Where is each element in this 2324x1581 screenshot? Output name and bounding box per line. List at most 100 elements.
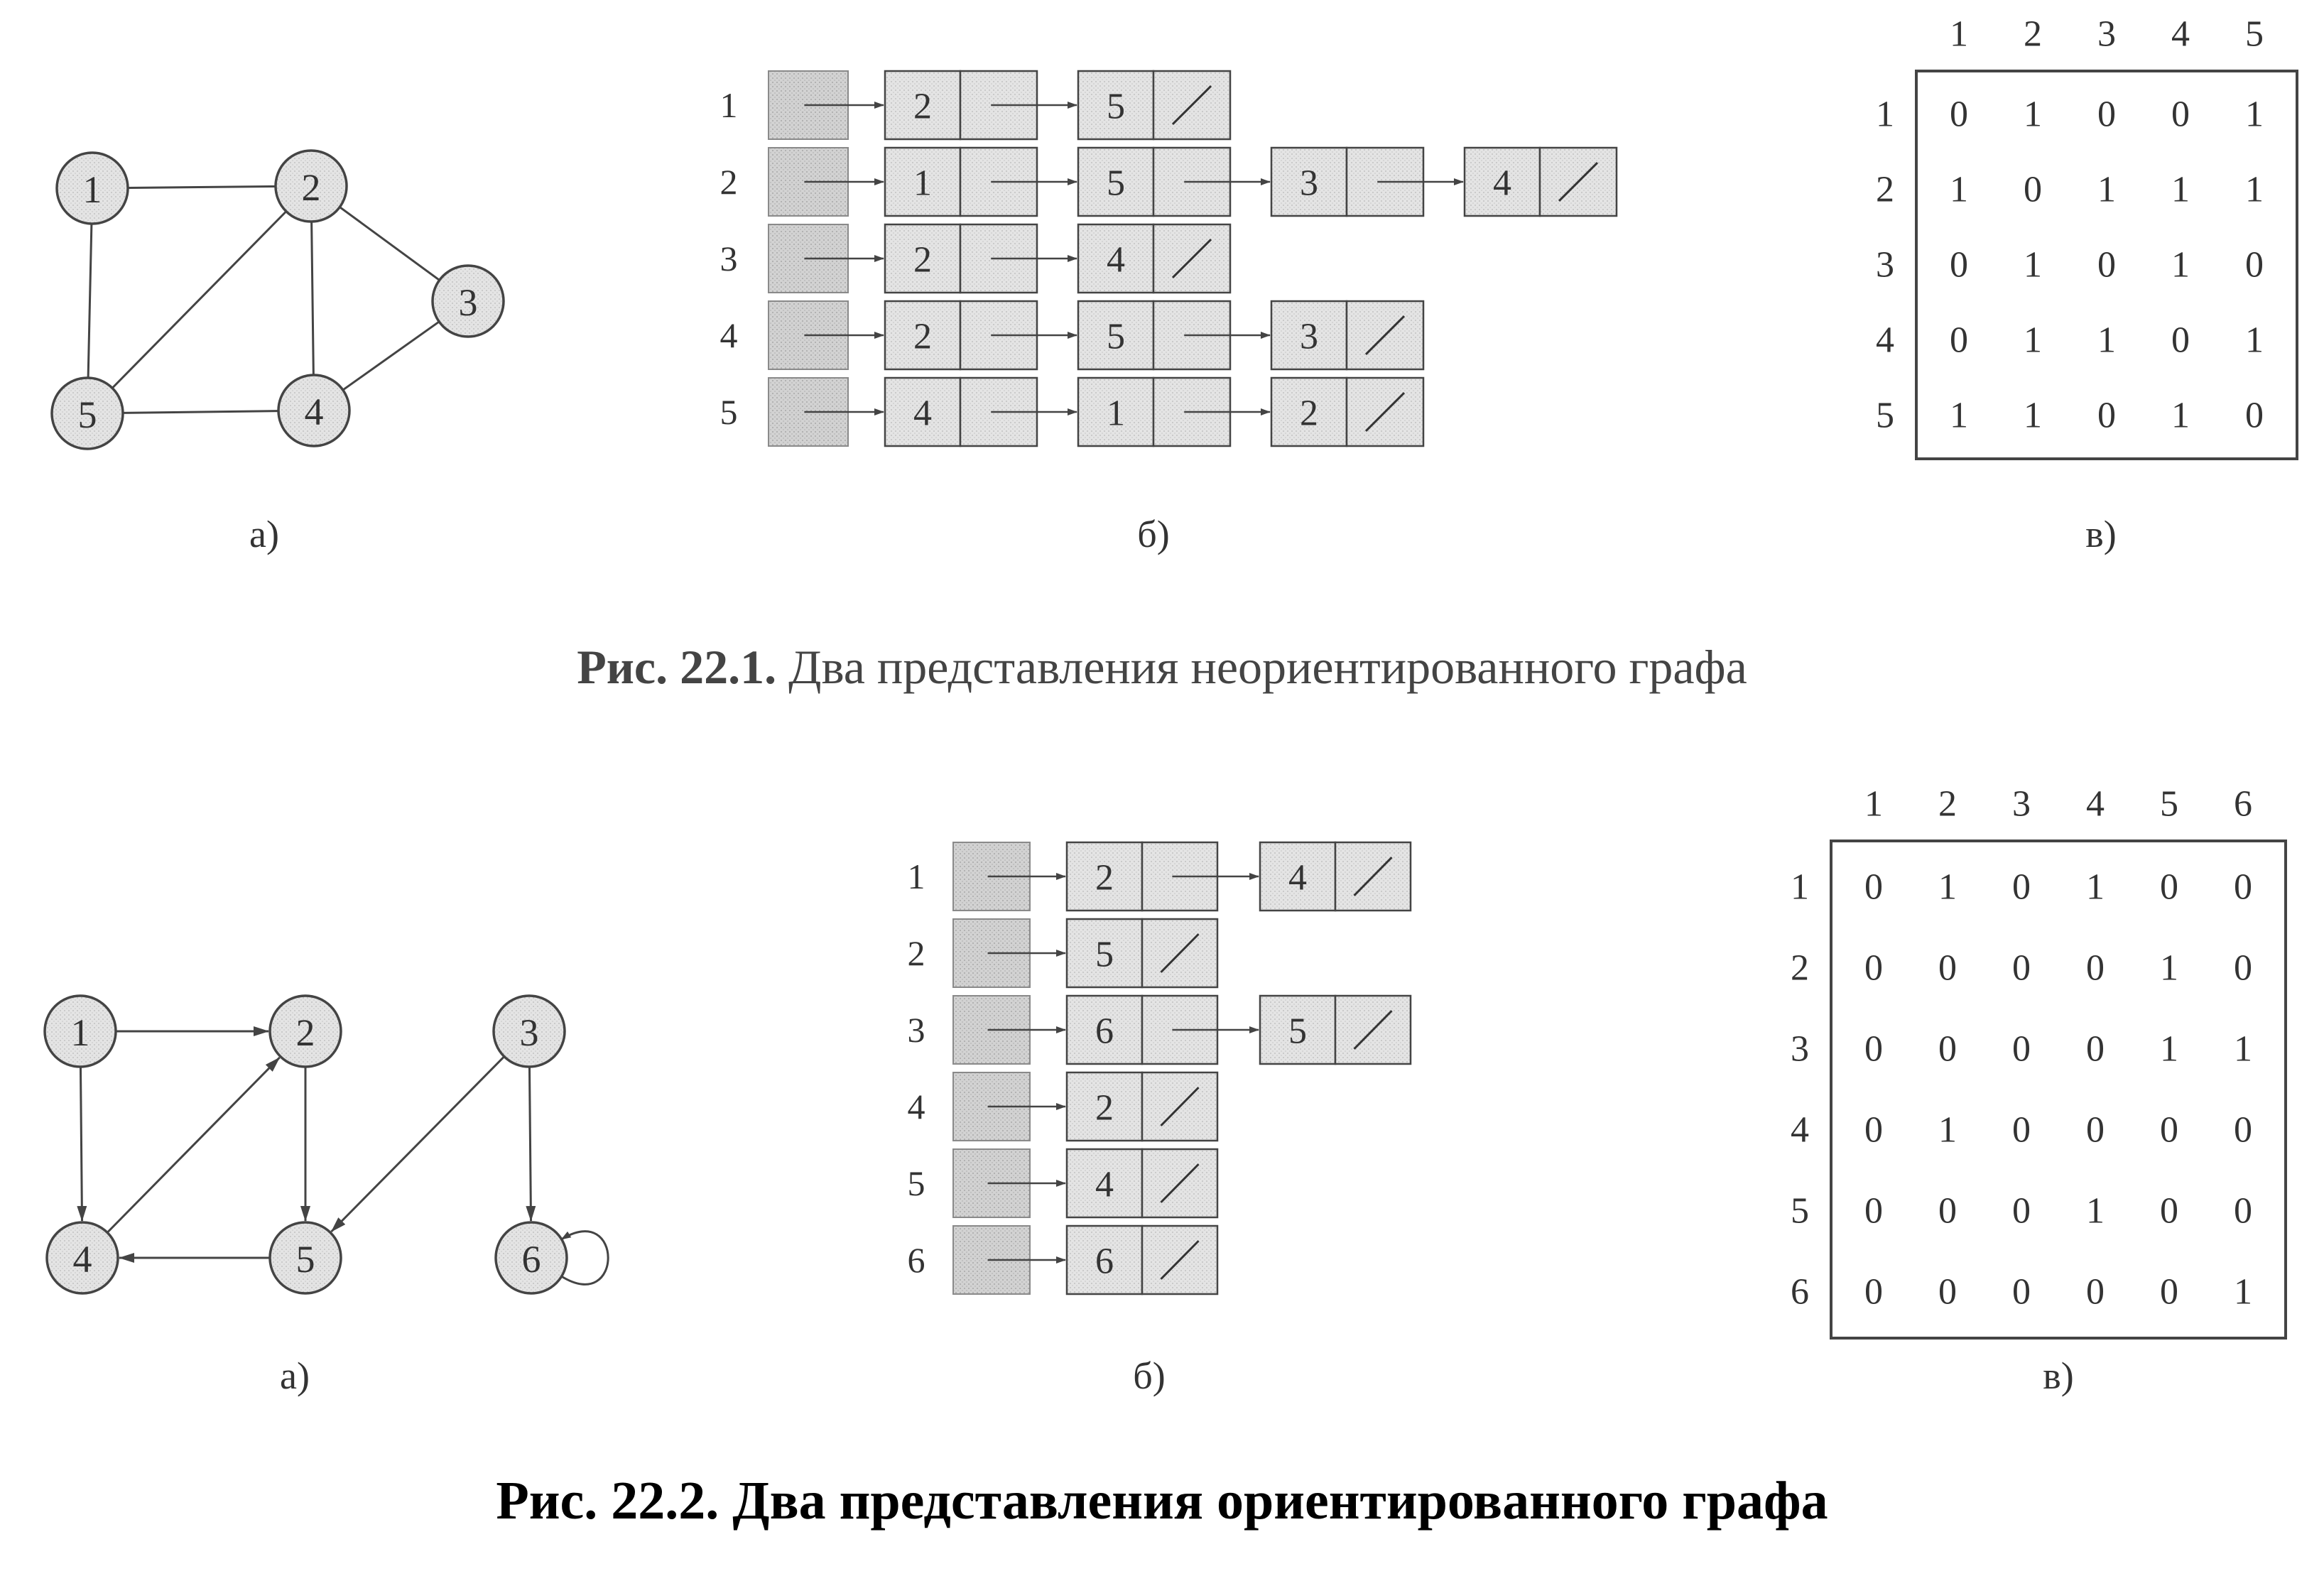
fig2-matrix-col-header-6: 6 xyxy=(2234,784,2252,825)
fig1-list-node-5-1 xyxy=(1077,376,1155,447)
fig1-list-null-2 xyxy=(1558,162,1599,202)
fig2-matrix-cell-5-2: 0 xyxy=(1938,1191,1957,1232)
fig2-edge-3-5 xyxy=(330,1055,505,1233)
fig1-edge-1-2 xyxy=(127,185,276,190)
fig1-list-node-4-2 xyxy=(1270,300,1348,371)
fig1-list-value-2-1: 5 xyxy=(1107,163,1125,204)
fig2-node-label-1: 1 xyxy=(71,1011,90,1054)
fig2-matrix-cell-5-4: 1 xyxy=(2086,1191,2105,1232)
fig1-matrix-cell-4-1: 0 xyxy=(1950,320,1968,361)
fig1-matrix-cell-4-4: 0 xyxy=(2171,320,2190,361)
fig2-matrix-cell-2-2: 0 xyxy=(1938,948,1957,989)
fig1-matrix-cell-5-5: 0 xyxy=(2245,396,2264,436)
fig1-label-b: б) xyxy=(1137,513,1169,555)
fig1-list-node-2-3 xyxy=(1463,146,1541,217)
fig2-node-2 xyxy=(268,994,342,1068)
fig1-matrix-cell-1-5: 1 xyxy=(2245,94,2264,135)
fig1-matrix-cell-2-5: 1 xyxy=(2245,170,2264,210)
fig2-label-b: б) xyxy=(1133,1354,1165,1397)
fig1-matrix-cell-1-1: 0 xyxy=(1950,94,1968,135)
fig2-matrix-cell-2-4: 0 xyxy=(2086,948,2105,989)
fig2-list-row-label-2: 2 xyxy=(908,933,925,973)
fig2-caption-number: Рис. 22.2. xyxy=(496,1471,720,1531)
fig1-edge-3-4 xyxy=(342,320,440,391)
fig2-matrix-cell-6-1: 0 xyxy=(1864,1272,1883,1313)
fig2-matrix-cell-1-1: 0 xyxy=(1864,867,1883,908)
fig1-list-value-2-3: 4 xyxy=(1493,163,1511,204)
fig2-matrix-cell-4-6: 0 xyxy=(2234,1110,2252,1151)
fig2-matrix-cell-4-4: 0 xyxy=(2086,1110,2105,1151)
fig1-list-row-label-4: 4 xyxy=(720,315,738,355)
fig2-label-c: в) xyxy=(2043,1354,2073,1397)
fig1-list-value-4-2: 3 xyxy=(1300,317,1318,357)
fig1-caption-text: Два представления неориентированного гра… xyxy=(776,640,1747,694)
fig2-matrix-cell-2-3: 0 xyxy=(2012,948,2031,989)
fig2-node-5 xyxy=(268,1221,342,1295)
fig1-list-null-1 xyxy=(1171,85,1212,125)
fig1-list-node-4-0 xyxy=(884,300,962,371)
fig1-label-a: а) xyxy=(249,513,279,555)
fig2-list-row-label-6: 6 xyxy=(908,1240,925,1280)
fig2-list-value-4-0: 2 xyxy=(1095,1088,1114,1129)
fig1-edge-2-5 xyxy=(112,210,287,389)
fig2-list-value-3-0: 6 xyxy=(1095,1011,1114,1052)
fig1-list-row-label-1: 1 xyxy=(720,85,738,125)
fig1-matrix-cell-3-1: 0 xyxy=(1950,245,1968,286)
fig2-edge-6-6 xyxy=(560,1230,609,1286)
fig2-matrix-row-header-6: 6 xyxy=(1791,1272,1809,1313)
fig2-list-node-1-0 xyxy=(1065,841,1144,912)
fig2-edge-4-2 xyxy=(107,1057,281,1234)
fig1-node-2 xyxy=(274,149,348,223)
fig2-matrix-cell-3-1: 0 xyxy=(1864,1029,1883,1070)
fig2-list-node-6-0 xyxy=(1065,1224,1144,1295)
fig2-matrix-cell-6-4: 0 xyxy=(2086,1272,2105,1313)
fig1-edge-2-3 xyxy=(339,206,440,281)
fig1-list-null-4 xyxy=(1364,315,1406,355)
fig1-matrix-cell-3-3: 0 xyxy=(2097,245,2116,286)
fig1-caption-number: Рис. 22.1. xyxy=(577,640,777,694)
fig1-list-null-5 xyxy=(1364,392,1406,432)
fig1-matrix-frame xyxy=(1915,70,2298,460)
fig1-matrix-row-header-1: 1 xyxy=(1876,94,1894,135)
fig1-matrix-cell-4-3: 1 xyxy=(2097,320,2116,361)
fig2-list-null-4 xyxy=(1160,1087,1200,1126)
fig2-matrix-row-header-2: 2 xyxy=(1791,948,1809,989)
fig1-node-label-4: 4 xyxy=(305,391,324,433)
fig2-matrix-cell-6-6: 1 xyxy=(2234,1272,2252,1313)
fig2-list-node-3-1 xyxy=(1259,994,1337,1065)
fig2-list-row-label-5: 5 xyxy=(908,1163,925,1203)
fig1-matrix-col-header-1: 1 xyxy=(1950,14,1968,55)
fig2-matrix-col-header-1: 1 xyxy=(1864,784,1883,825)
fig2-matrix-cell-4-3: 0 xyxy=(2012,1110,2031,1151)
fig2-list-value-6-0: 6 xyxy=(1095,1242,1114,1282)
fig1-list-value-5-0: 4 xyxy=(913,393,932,434)
fig1-list-value-5-2: 2 xyxy=(1300,393,1318,434)
fig2-label-a: а) xyxy=(280,1354,310,1397)
fig2-matrix-cell-6-2: 0 xyxy=(1938,1272,1957,1313)
fig2-node-label-3: 3 xyxy=(520,1011,539,1054)
fig2-node-label-6: 6 xyxy=(522,1238,541,1281)
fig2-list-node-4-0 xyxy=(1065,1071,1144,1142)
fig1-matrix-cell-3-5: 0 xyxy=(2245,245,2264,286)
fig1-node-label-5: 5 xyxy=(78,393,97,436)
fig1-matrix-cell-3-2: 1 xyxy=(2024,245,2042,286)
fig2-matrix-row-header-5: 5 xyxy=(1791,1191,1809,1232)
fig2-caption-text: Два представления ориентированного графа xyxy=(719,1471,1828,1531)
fig1-matrix-cell-1-3: 0 xyxy=(2097,94,2116,135)
fig2-matrix-cell-5-3: 0 xyxy=(2012,1191,2031,1232)
fig2-matrix-frame xyxy=(1830,840,2287,1340)
fig2-matrix-col-header-2: 2 xyxy=(1938,784,1957,825)
fig1-matrix-cell-2-4: 1 xyxy=(2171,170,2190,210)
fig2-node-label-4: 4 xyxy=(73,1238,92,1281)
fig2-list-null-1 xyxy=(1353,857,1393,896)
fig1-matrix-row-header-5: 5 xyxy=(1876,396,1894,436)
fig2-edge-3-6 xyxy=(526,1066,536,1222)
fig1-edge-4-5 xyxy=(122,410,279,414)
fig1-matrix-cell-5-4: 1 xyxy=(2171,396,2190,436)
fig2-matrix-cell-3-5: 1 xyxy=(2160,1029,2178,1070)
fig1-matrix-cell-2-2: 0 xyxy=(2024,170,2042,210)
fig2-matrix-row-header-1: 1 xyxy=(1791,867,1809,908)
